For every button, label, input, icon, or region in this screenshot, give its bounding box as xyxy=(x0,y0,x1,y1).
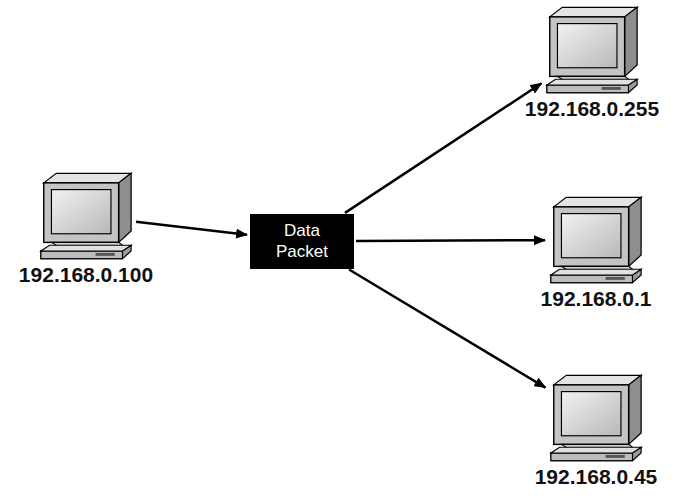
packet-box: Data Packet xyxy=(250,214,354,269)
computer-node: 192.168.0.100 xyxy=(19,170,153,286)
computer-icon xyxy=(548,194,644,286)
arrow-connector xyxy=(349,270,545,388)
arrow-connector xyxy=(345,83,541,213)
packet-label: Data Packet xyxy=(270,220,334,263)
computer-node: 192.168.0.1 xyxy=(541,194,652,310)
computer-icon xyxy=(544,4,640,96)
computer-icon xyxy=(548,372,644,464)
ip-address: 192.168.0.100 xyxy=(19,263,153,286)
computer-node: 192.168.0.255 xyxy=(525,4,659,120)
ip-address: 192.168.0.255 xyxy=(525,97,659,120)
computer-node: 192.168.0.45 xyxy=(535,372,658,488)
arrow-connector xyxy=(356,239,545,242)
ip-address: 192.168.0.45 xyxy=(535,465,658,488)
ip-address: 192.168.0.1 xyxy=(541,287,652,310)
arrow-connector xyxy=(136,222,247,235)
computer-icon xyxy=(38,170,134,262)
